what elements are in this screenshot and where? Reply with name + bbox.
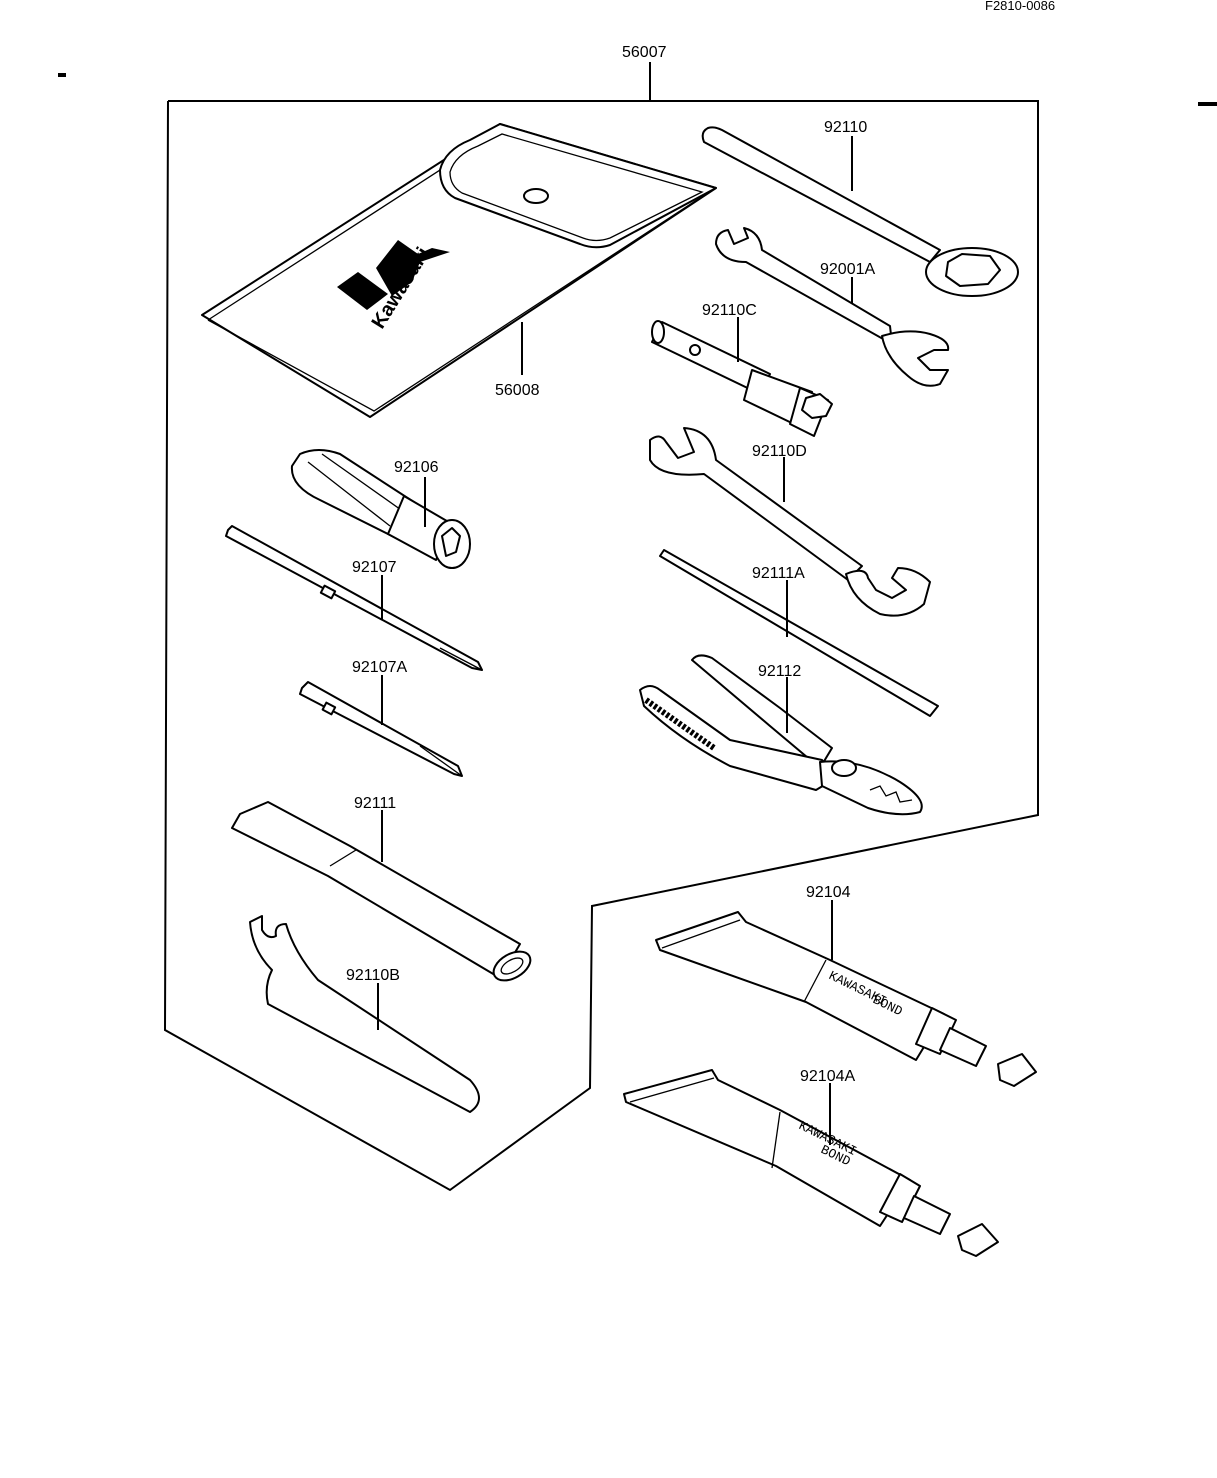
label-92110B: 92110B xyxy=(346,967,400,984)
open-end-wrench-icon xyxy=(649,427,931,617)
sealant-tube-icon: KAWASAKI BOND xyxy=(655,911,1037,1087)
open-end-wrench-icon xyxy=(715,227,950,387)
label-92110C: 92110C xyxy=(702,302,757,319)
extension-bar-icon xyxy=(231,801,532,982)
label-92110D: 92110D xyxy=(752,443,807,460)
label-92001A: 92001A xyxy=(820,261,875,278)
pliers-icon xyxy=(639,654,923,816)
label-92112: 92112 xyxy=(758,663,801,680)
ring-spanner-icon xyxy=(701,126,1019,297)
screwdriver-handle-icon xyxy=(290,449,471,569)
tommy-bar-icon xyxy=(659,549,939,717)
label-92111: 92111 xyxy=(354,795,396,812)
margin-mark-left xyxy=(58,73,66,77)
margin-mark-right xyxy=(1198,102,1217,106)
kit-boundary xyxy=(163,100,1039,1192)
drawing-code: F2810-0086 xyxy=(985,0,1055,13)
label-56008: 56008 xyxy=(495,382,540,399)
tool-pouch-icon: Kawasaki xyxy=(201,123,717,418)
label-92107: 92107 xyxy=(352,559,397,576)
label-92106: 92106 xyxy=(394,459,439,476)
label-56007: 56007 xyxy=(622,44,667,61)
screwdriver-bit-icon xyxy=(225,525,483,671)
spark-plug-wrench-icon xyxy=(651,320,833,437)
screwdriver-bit-icon xyxy=(299,681,463,777)
hook-spanner-icon xyxy=(249,915,480,1113)
label-92110: 92110 xyxy=(824,119,867,136)
label-92104A: 92104A xyxy=(800,1068,855,1085)
sealant-tube-icon: KAWASAKI BOND xyxy=(623,1069,999,1257)
label-92104: 92104 xyxy=(806,884,851,901)
label-92111A: 92111A xyxy=(752,565,805,582)
label-92107A: 92107A xyxy=(352,659,407,676)
